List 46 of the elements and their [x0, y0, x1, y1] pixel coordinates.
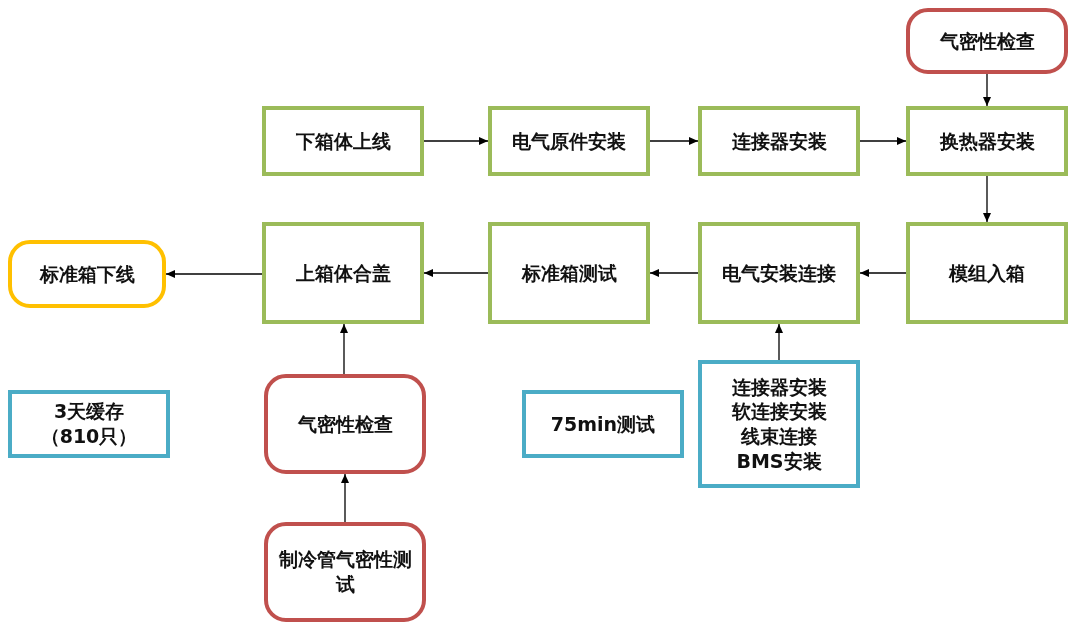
arrow: [859, 137, 907, 145]
node-label: 软连接安装: [731, 399, 827, 424]
node-label: 3天缓存: [53, 399, 125, 424]
arrow: [983, 175, 991, 223]
note-box: [8, 390, 170, 458]
arrow: [423, 137, 489, 145]
process-box: [488, 222, 650, 324]
check-box-rounded: [264, 522, 426, 622]
node-label: 标准箱下线: [39, 261, 135, 287]
node-label: 标准箱测试: [521, 260, 617, 286]
process-box: [262, 222, 424, 324]
arrow: [423, 269, 489, 277]
note-box: [698, 360, 860, 488]
node-label: 模组入箱: [949, 260, 1025, 286]
node-label: BMS安装: [736, 448, 822, 474]
node-label: 下箱体上线: [295, 128, 391, 154]
node-label: 电气原件安装: [512, 128, 626, 154]
arrow: [859, 269, 907, 277]
arrow: [775, 323, 783, 361]
arrow: [649, 137, 699, 145]
node-label: 制冷管气密性测试: [277, 547, 413, 597]
process-box: [698, 106, 860, 176]
note-box: [522, 390, 684, 458]
check-box-rounded: [264, 374, 426, 474]
arrow: [165, 270, 263, 278]
node-label: 连接器安装: [731, 128, 827, 154]
process-box: [698, 222, 860, 324]
node-label: 上箱体合盖: [295, 260, 391, 286]
process-box: [488, 106, 650, 176]
arrow: [341, 473, 349, 523]
node-label: 气密性检查: [939, 28, 1035, 54]
node-label: 气密性检查: [297, 411, 393, 437]
node-label: 线束连接: [741, 424, 817, 449]
check-box-rounded: [906, 8, 1068, 74]
process-box: [262, 106, 424, 176]
arrow: [983, 73, 991, 107]
node-label: 连接器安装: [731, 374, 827, 400]
terminal-box: [8, 240, 166, 308]
node-label: 电气安装连接: [722, 260, 836, 286]
arrow: [340, 323, 348, 375]
process-box: [906, 106, 1068, 176]
process-box: [906, 222, 1068, 324]
node-label: （810只）: [40, 424, 138, 449]
arrow: [649, 269, 699, 277]
node-label: 换热器安装: [939, 128, 1035, 154]
node-label: 75min测试: [550, 411, 656, 437]
